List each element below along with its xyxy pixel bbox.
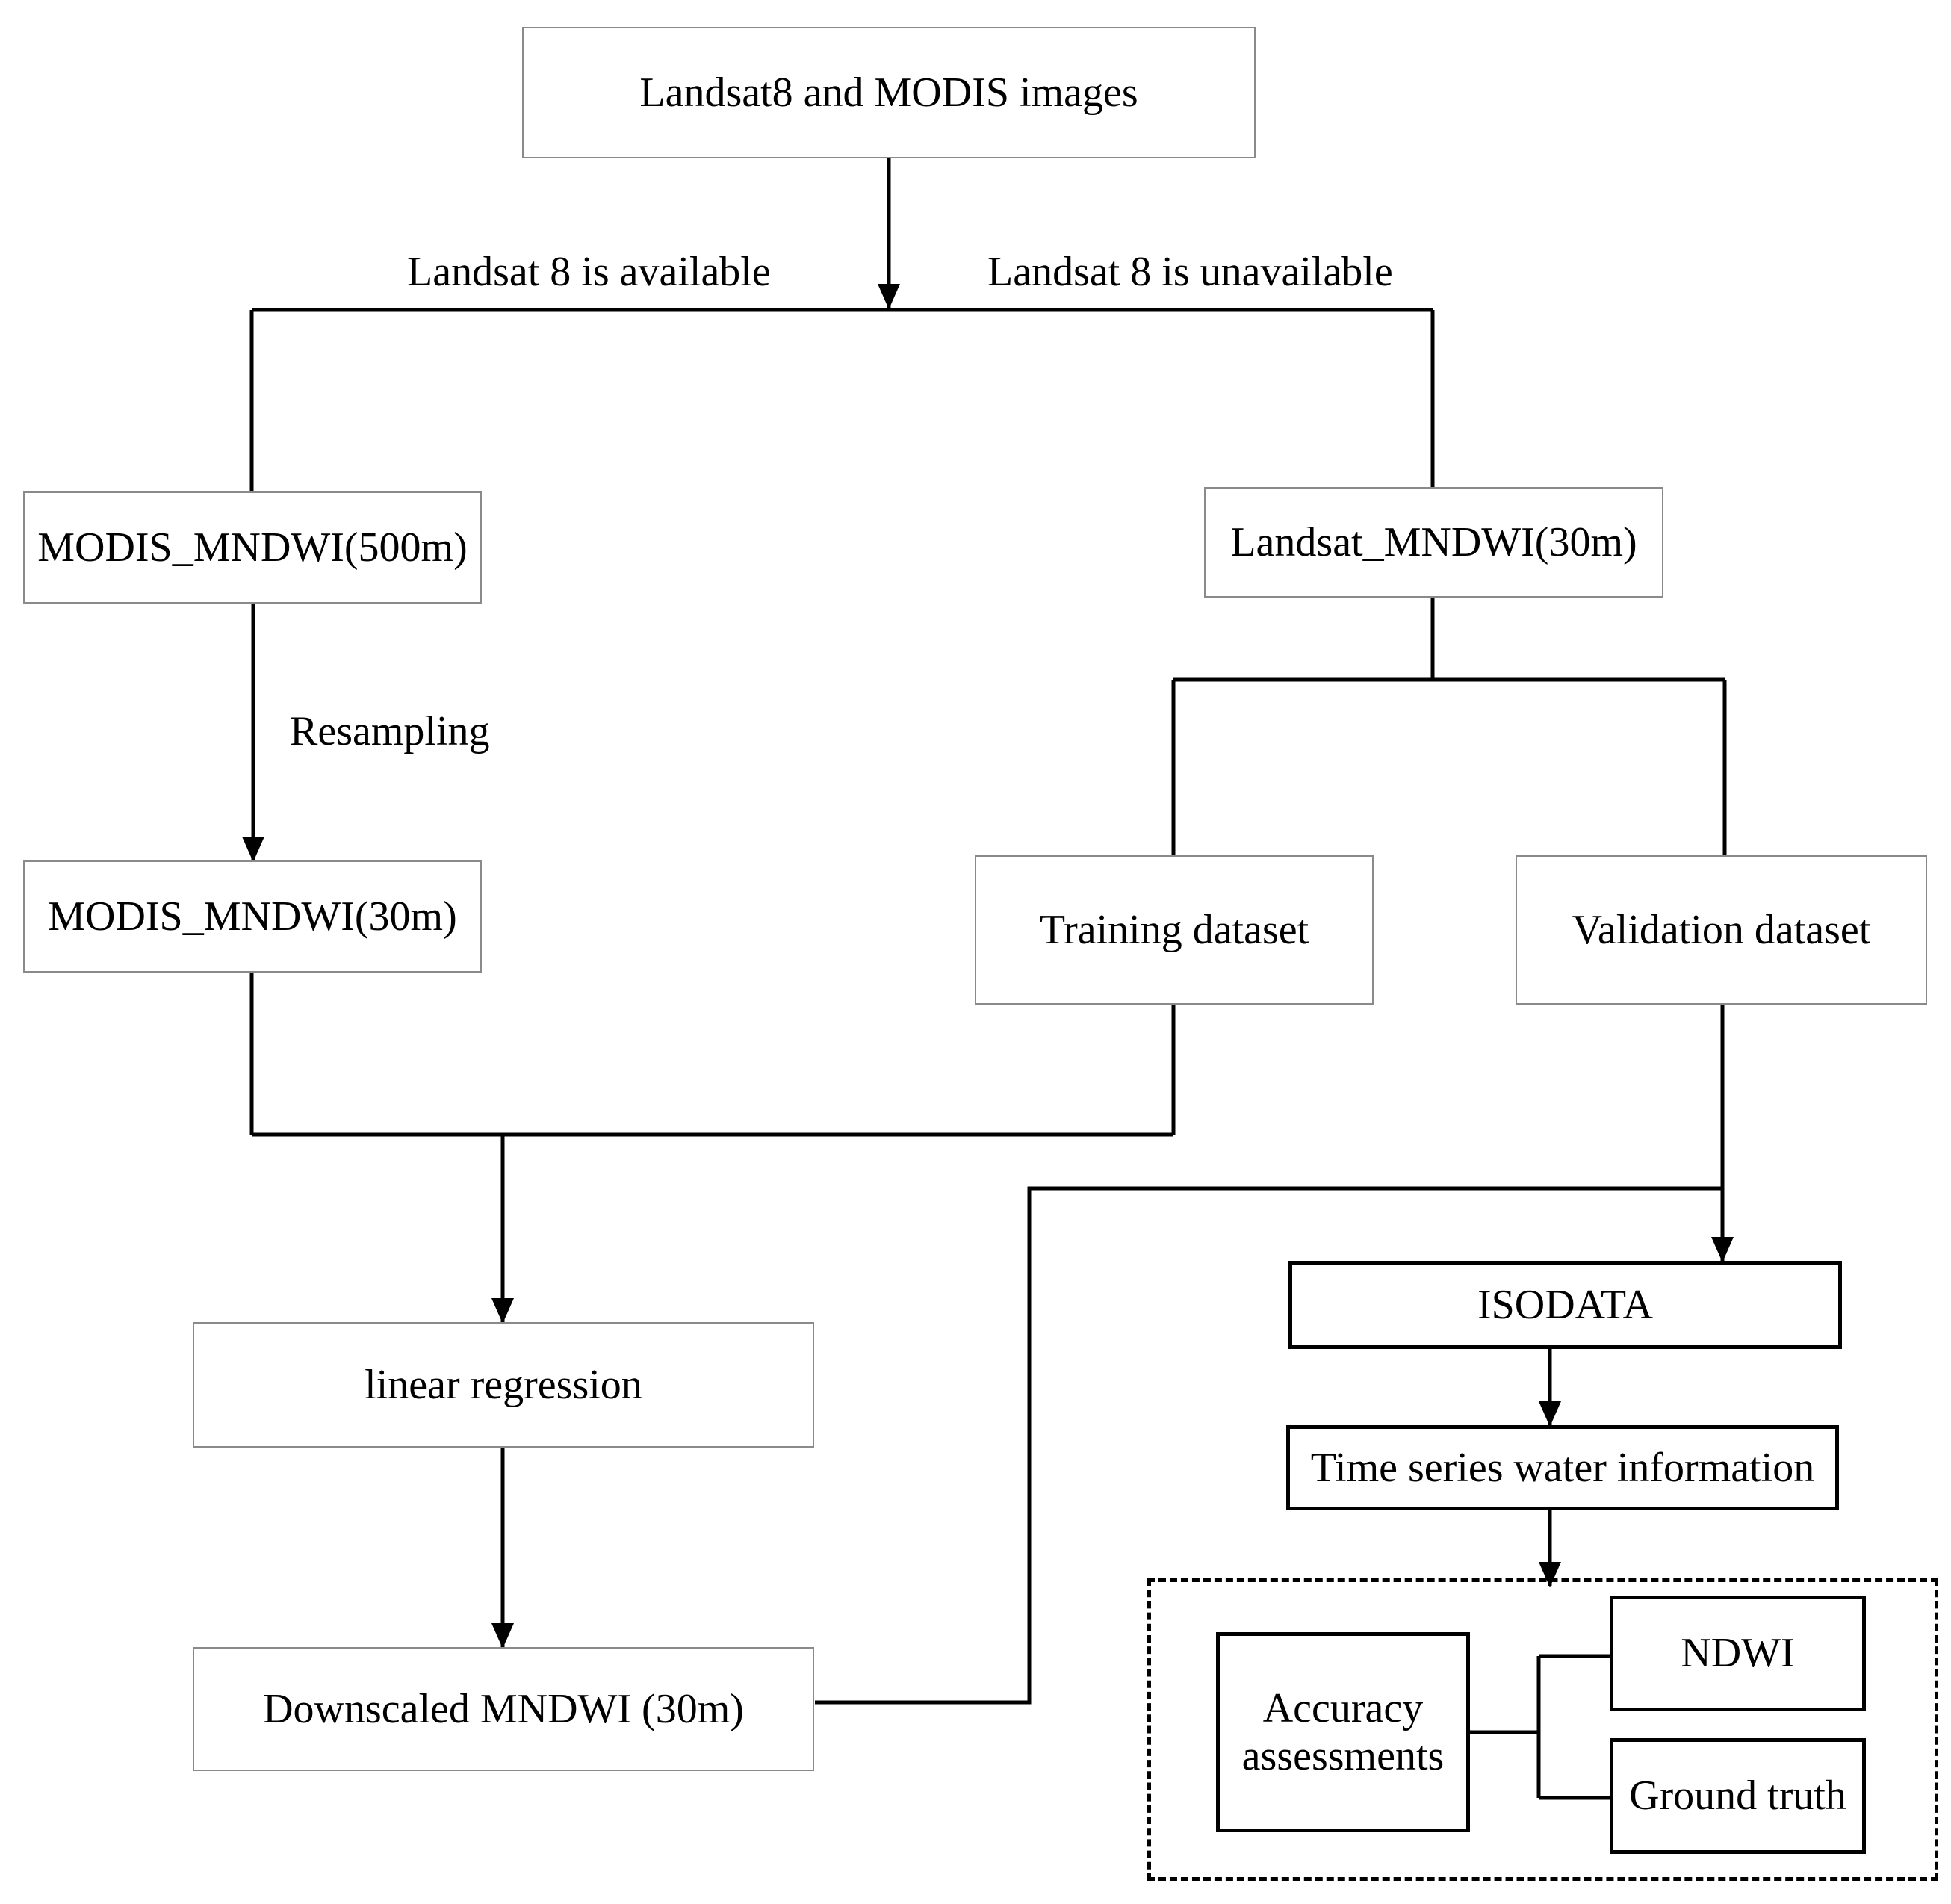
ground-truth-label: Ground truth xyxy=(1629,1773,1846,1820)
isodata-label: ISODATA xyxy=(1477,1281,1654,1328)
landsat8-modis-images-box: Landsat8 and MODIS images xyxy=(522,27,1256,158)
training-dataset-label: Training dataset xyxy=(1039,906,1309,953)
accuracy-assessments-label: Accuracy assessments xyxy=(1241,1684,1445,1779)
connector-downscaled-to-isodata xyxy=(815,1186,1722,1705)
landsat8-modis-images-label: Landsat8 and MODIS images xyxy=(639,69,1138,116)
modis-mndwi-30m-box: MODIS_MNDWI(30m) xyxy=(23,860,482,973)
landsat8-available-label: Landsat 8 is available xyxy=(407,249,771,295)
ground-truth-box: Ground truth xyxy=(1610,1738,1866,1854)
ndwi-label: NDWI xyxy=(1681,1630,1795,1677)
linear-regression-box: linear regression xyxy=(193,1322,814,1448)
accuracy-assessments-box: Accuracy assessments xyxy=(1216,1632,1470,1832)
isodata-box: ISODATA xyxy=(1288,1261,1842,1349)
ndwi-box: NDWI xyxy=(1610,1596,1866,1711)
landsat-mndwi-30m-box: Landsat_MNDWI(30m) xyxy=(1204,487,1663,598)
modis-mndwi-500m-label: MODIS_MNDWI(500m) xyxy=(37,524,468,571)
training-dataset-box: Training dataset xyxy=(975,855,1374,1005)
linear-regression-label: linear regression xyxy=(365,1361,642,1408)
modis-mndwi-30m-label: MODIS_MNDWI(30m) xyxy=(48,893,457,940)
resampling-label: Resampling xyxy=(290,708,490,754)
landsat8-unavailable-label: Landsat 8 is unavailable xyxy=(987,249,1393,295)
validation-dataset-label: Validation dataset xyxy=(1572,906,1871,953)
validation-dataset-box: Validation dataset xyxy=(1516,855,1927,1005)
time-series-water-info-label: Time series water information xyxy=(1310,1444,1815,1491)
downscaled-mndwi-box: Downscaled MNDWI (30m) xyxy=(193,1647,814,1771)
modis-mndwi-500m-box: MODIS_MNDWI(500m) xyxy=(23,491,482,604)
downscaled-mndwi-label: Downscaled MNDWI (30m) xyxy=(263,1685,744,1732)
time-series-water-info-box: Time series water information xyxy=(1286,1425,1839,1510)
accuracy-assessment-group xyxy=(1147,1578,1938,1881)
landsat-mndwi-30m-label: Landsat_MNDWI(30m) xyxy=(1230,518,1637,565)
